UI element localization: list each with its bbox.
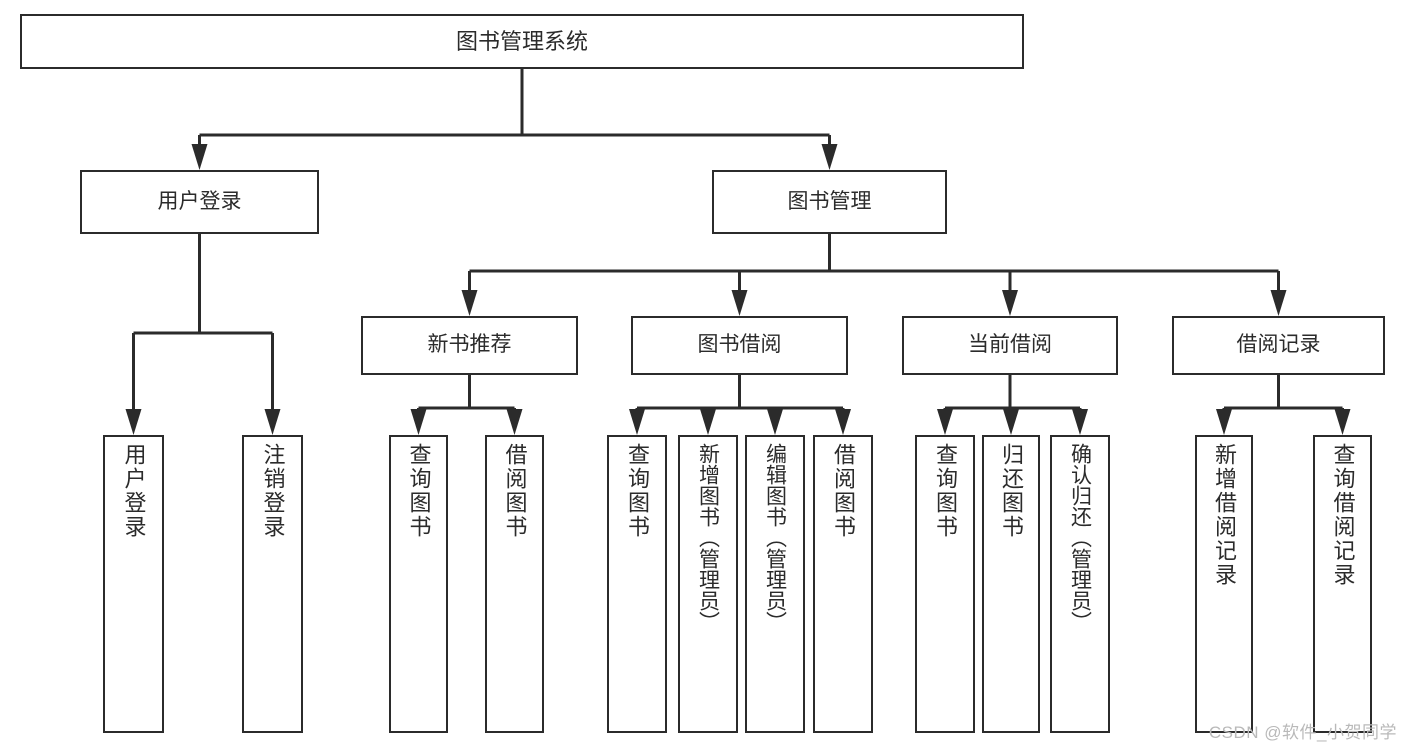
node-leaf-cur-confirm: 确认归还（管理员） bbox=[1050, 435, 1110, 733]
node-l1-book-manage: 图书管理 bbox=[712, 170, 947, 234]
node-label: 新增图书（管理员） bbox=[696, 443, 720, 632]
node-label: 确认归还（管理员） bbox=[1068, 443, 1092, 632]
node-label: 当前借阅 bbox=[968, 333, 1052, 357]
arrow-icon-leaf-rec-query bbox=[1334, 409, 1351, 435]
arrow-icon-leaf-new-query bbox=[410, 409, 427, 435]
arrow-icon-l2-current bbox=[1002, 290, 1018, 316]
arrow-icon-leaf-user-login bbox=[125, 409, 142, 435]
node-leaf-user-login: 用户登录 bbox=[103, 435, 164, 733]
arrow-icon-leaf-bw-query bbox=[629, 409, 645, 435]
arrow-icon-leaf-rec-add bbox=[1216, 409, 1232, 435]
node-label: 图书管理系统 bbox=[455, 28, 588, 54]
node-root: 图书管理系统 bbox=[20, 14, 1024, 69]
node-label: 归还图书 bbox=[999, 443, 1024, 539]
arrow-icon-l1-user-login bbox=[191, 144, 208, 170]
node-label: 新增借阅记录 bbox=[1212, 443, 1237, 587]
node-leaf-cur-return: 归还图书 bbox=[982, 435, 1040, 733]
node-label: 查询图书 bbox=[625, 443, 650, 539]
arrow-icon-l2-borrow bbox=[731, 290, 748, 316]
node-leaf-rec-query: 查询借阅记录 bbox=[1313, 435, 1372, 733]
arrow-icon-leaf-cur-confirm bbox=[1072, 409, 1088, 435]
watermark-text: CSDN @软件_小贺同学 bbox=[1208, 723, 1397, 742]
arrow-icon-l1-book-manage bbox=[821, 144, 838, 170]
node-leaf-user-logout: 注销登录 bbox=[242, 435, 303, 733]
node-label: 借阅图书 bbox=[502, 443, 528, 539]
node-label: 借阅图书 bbox=[831, 443, 856, 539]
node-label: 查询借阅记录 bbox=[1330, 443, 1356, 587]
node-leaf-bw-edit: 编辑图书（管理员） bbox=[745, 435, 805, 733]
node-label: 图书借阅 bbox=[697, 333, 782, 357]
node-leaf-bw-borrow: 借阅图书 bbox=[813, 435, 873, 733]
arrow-icon-l2-new-book bbox=[461, 290, 478, 316]
node-leaf-rec-add: 新增借阅记录 bbox=[1195, 435, 1253, 733]
node-leaf-new-query: 查询图书 bbox=[389, 435, 448, 733]
node-label: 借阅记录 bbox=[1236, 333, 1321, 357]
arrow-icon-l2-record bbox=[1270, 290, 1287, 316]
arrow-icon-leaf-cur-query bbox=[937, 409, 953, 435]
node-leaf-cur-query: 查询图书 bbox=[915, 435, 975, 733]
node-l2-current: 当前借阅 bbox=[902, 316, 1118, 375]
node-label: 图书管理 bbox=[787, 189, 872, 213]
arrow-icon-leaf-bw-borrow bbox=[835, 409, 851, 435]
node-label: 用户登录 bbox=[157, 189, 242, 213]
arrow-icon-leaf-new-borrow bbox=[506, 409, 523, 435]
node-leaf-new-borrow: 借阅图书 bbox=[485, 435, 544, 733]
node-label: 注销登录 bbox=[260, 443, 286, 539]
arrow-icon-leaf-bw-edit bbox=[767, 409, 783, 435]
node-label: 查询图书 bbox=[933, 443, 958, 539]
arrow-icon-leaf-bw-add bbox=[700, 409, 716, 435]
node-l2-record: 借阅记录 bbox=[1172, 316, 1385, 375]
node-l1-user-login: 用户登录 bbox=[80, 170, 319, 234]
node-leaf-bw-add: 新增图书（管理员） bbox=[678, 435, 738, 733]
arrow-icon-leaf-cur-return bbox=[1003, 409, 1019, 435]
node-label: 编辑图书（管理员） bbox=[763, 443, 787, 632]
node-l2-new-book: 新书推荐 bbox=[361, 316, 578, 375]
node-leaf-bw-query: 查询图书 bbox=[607, 435, 667, 733]
arrow-icon-leaf-user-logout bbox=[264, 409, 281, 435]
node-l2-borrow: 图书借阅 bbox=[631, 316, 848, 375]
node-label: 用户登录 bbox=[121, 443, 147, 539]
node-label: 查询图书 bbox=[406, 443, 432, 539]
node-label: 新书推荐 bbox=[427, 333, 512, 357]
